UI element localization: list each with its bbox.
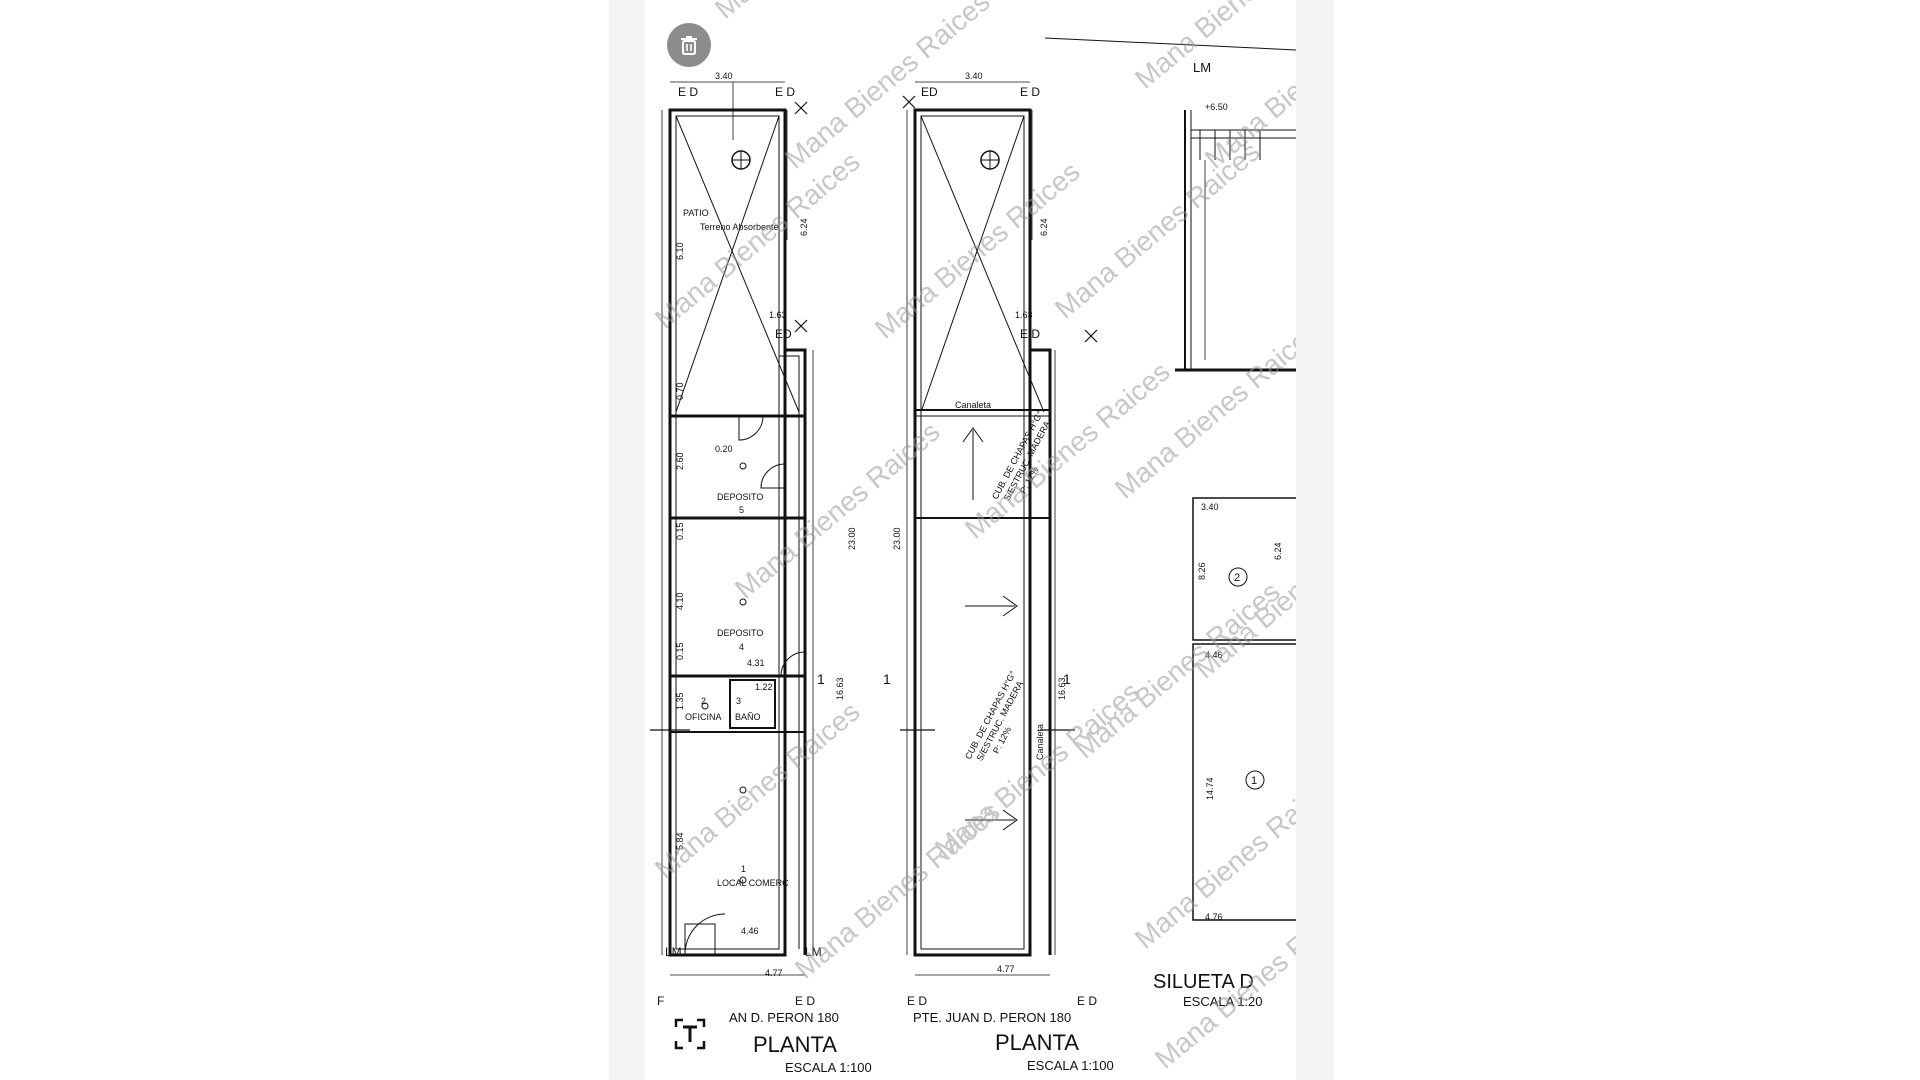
watermark-text: Mana Bienes Raices bbox=[1069, 576, 1286, 765]
middle-address: PTE. JUAN D. PERON 180 bbox=[913, 1010, 1071, 1025]
left-dim-1663: 16.63 bbox=[835, 677, 845, 700]
left-ed-bottom: E D bbox=[795, 994, 815, 1008]
watermark-text: Mana Bienes Raices bbox=[649, 146, 866, 335]
watermark-text: Mana Bienes Raices bbox=[709, 0, 926, 25]
left-f: F bbox=[657, 994, 664, 1008]
left-bano-label: BAÑO bbox=[735, 712, 761, 722]
watermark-text: Mana Bienes Raices bbox=[1049, 136, 1266, 325]
middle-dim-1663: 16.63 bbox=[1057, 677, 1067, 700]
watermark-text: Mana Bienes Raices bbox=[729, 416, 946, 605]
middle-dim-624: 6.24 bbox=[1039, 218, 1049, 236]
left-dim-431: 4.31 bbox=[747, 658, 765, 668]
right-dim-340: 3.40 bbox=[1201, 502, 1219, 512]
left-ed-topleft: E D bbox=[678, 85, 698, 99]
left-title: PLANTA bbox=[753, 1032, 837, 1057]
middle-canaleta: Canaleta bbox=[955, 400, 991, 410]
middle-ed-topleft: ED bbox=[921, 85, 938, 99]
left-dim-410: 4.10 bbox=[675, 592, 685, 610]
middle-dim-top: 3.40 bbox=[965, 71, 983, 81]
floor-plan-sheet: 3.40 E D E D PATIO Terreno Absorbente 1.… bbox=[645, 0, 1296, 1080]
left-lm: LM bbox=[805, 945, 822, 959]
right-dim-446: 4.46 bbox=[1205, 650, 1223, 660]
left-local-num: 1 bbox=[741, 864, 746, 874]
left-dim-477: 4.77 bbox=[765, 968, 783, 978]
text-tool-button[interactable] bbox=[673, 1017, 707, 1051]
middle-ed-bottomright: E D bbox=[1077, 994, 1097, 1008]
left-dim-163: 1.63 bbox=[769, 310, 787, 320]
left-dim-135: 1.35 bbox=[675, 692, 685, 710]
left-oficina-label: OFICINA bbox=[685, 712, 722, 722]
right-dim-650: +6.50 bbox=[1205, 102, 1228, 112]
left-scale: ESCALA 1:100 bbox=[785, 1060, 872, 1075]
left-dim-2300: 23.00 bbox=[847, 527, 857, 550]
left-deposito5-label: DEPOSITO bbox=[717, 492, 763, 502]
left-deposito4-label: DEPOSITO bbox=[717, 628, 763, 638]
right-lm: LM bbox=[1193, 60, 1211, 75]
left-oficina-num: 2 bbox=[701, 696, 706, 706]
left-section-1: 1 bbox=[817, 671, 825, 687]
left-dim-070: 0.70 bbox=[675, 382, 685, 400]
plan-middle bbox=[900, 81, 1098, 976]
middle-section-1a: 1 bbox=[883, 671, 891, 687]
left-patio-sub: Terreno Absorbente bbox=[700, 222, 779, 232]
watermark-text: Mana Bienes Raices bbox=[649, 696, 866, 885]
right-dim-1474: 14.74 bbox=[1205, 777, 1215, 800]
right-scale: ESCALA 1:20 bbox=[1183, 994, 1263, 1009]
left-dim-624: 6.24 bbox=[799, 218, 809, 236]
watermark-layer: Mana Bienes Raices Mana Bienes Raices Ma… bbox=[649, 0, 1296, 1075]
left-bano-num: 3 bbox=[736, 696, 741, 706]
middle-dim-163: 1.63 bbox=[1015, 310, 1033, 320]
right-num-1: 1 bbox=[1251, 775, 1257, 787]
right-title: SILUETA D bbox=[1153, 971, 1254, 993]
watermark-text: Mana Bienes Raices bbox=[959, 356, 1176, 545]
left-dim-015a: 0.15 bbox=[675, 522, 685, 540]
watermark-text: Mana Bienes Raices bbox=[869, 156, 1086, 345]
middle-dim-2300: 23.00 bbox=[892, 527, 902, 550]
left-dim-260: 2.60 bbox=[675, 452, 685, 470]
right-dim-476: 4.76 bbox=[1205, 912, 1223, 922]
left-deposito5-num: 5 bbox=[739, 505, 744, 515]
left-dim-446: 4.46 bbox=[741, 926, 759, 936]
middle-section-1b: 1 bbox=[1063, 671, 1071, 687]
left-lm-2: LM bbox=[665, 945, 682, 959]
middle-ed-topright: E D bbox=[1020, 85, 1040, 99]
left-dim-122: 1.22 bbox=[755, 682, 773, 692]
plan-left bbox=[650, 81, 814, 976]
middle-canaleta-vertical: Canaleta bbox=[1035, 724, 1045, 760]
left-address: AN D. PERON 180 bbox=[729, 1010, 839, 1025]
left-ed-topright: E D bbox=[775, 85, 795, 99]
middle-scale: ESCALA 1:100 bbox=[1027, 1058, 1114, 1073]
trash-icon bbox=[681, 36, 697, 55]
plan-right bbox=[1044, 37, 1296, 921]
left-dim-015b: 0.15 bbox=[675, 642, 685, 660]
watermark-text: Mana Bienes Raices bbox=[1189, 496, 1296, 685]
middle-ed-bottomleft: E D bbox=[907, 994, 927, 1008]
right-num-2: 2 bbox=[1234, 572, 1240, 584]
left-deposito4-num: 4 bbox=[739, 642, 744, 652]
text-tool-icon bbox=[674, 1018, 706, 1050]
middle-ed-mid: E D bbox=[1020, 327, 1040, 341]
watermark-text: Mana Bienes Raices bbox=[1129, 0, 1296, 95]
left-dim-top: 3.40 bbox=[715, 71, 733, 81]
right-dim-624: 6.24 bbox=[1273, 542, 1283, 560]
left-ed-mid: ED bbox=[775, 327, 792, 341]
left-local-label: LOCAL COMERC bbox=[717, 878, 789, 888]
left-dim-020: 0.20 bbox=[715, 444, 733, 454]
left-patio-label: PATIO bbox=[683, 208, 709, 218]
middle-dim-477: 4.77 bbox=[997, 964, 1015, 974]
left-dim-610: 6.10 bbox=[675, 242, 685, 260]
watermark-text: Mana Bienes Raices bbox=[779, 0, 996, 175]
right-dim-826: 8.26 bbox=[1197, 562, 1207, 580]
middle-title: PLANTA bbox=[995, 1030, 1079, 1055]
delete-button[interactable] bbox=[667, 23, 711, 67]
left-dim-584: 5.84 bbox=[675, 832, 685, 850]
